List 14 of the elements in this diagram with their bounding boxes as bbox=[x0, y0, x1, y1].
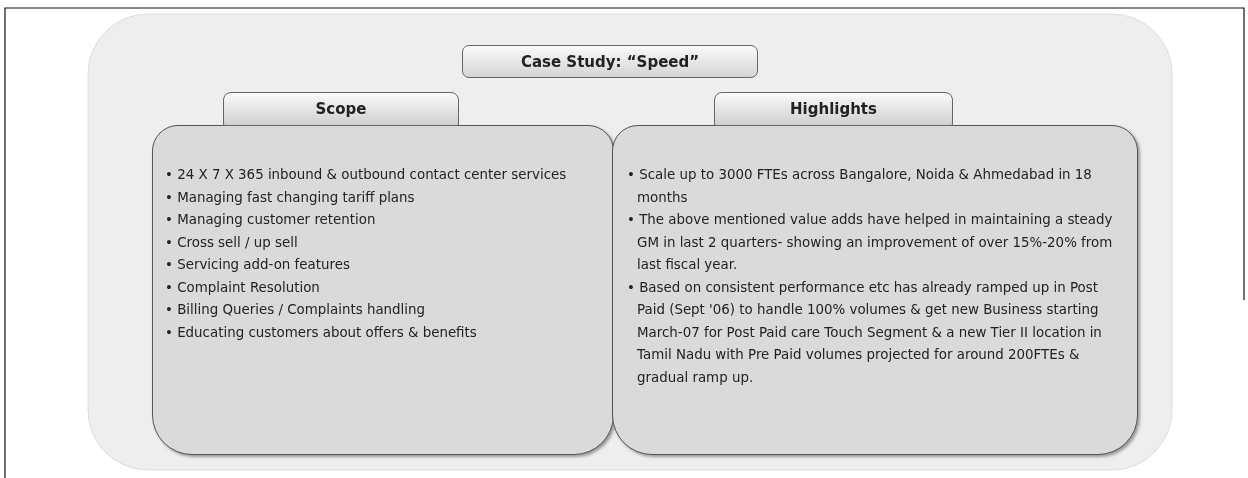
bullet-item: • Managing fast changing tariff plans bbox=[165, 188, 416, 207]
heading-tab: Highlights bbox=[714, 92, 953, 126]
bullet-item: • Based on consistent performance etc has already ramped up in Post Paid (Sept '06) to handle 100% volumes & get new Business starting March-07 for Post Paid care Touch Segment & a new Tier II location in Tamil Nadu with Pre Paid volumes projected for around 200FTEs & gradual ramp up. bbox=[627, 278, 1103, 387]
bullet-item: • Scale up to 3000 FTEs across Bangalore, Noida & Ahmedabad in 18 months bbox=[627, 166, 1093, 207]
bullet-item: • 24 X 7 X 365 inbound & outbound contact center services bbox=[165, 166, 568, 184]
bullet-item: • The above mentioned value adds have helped in maintaining a steady GM in last 2 quarters- showing an improvement of over 15%-20% from last fiscal year. bbox=[627, 211, 1114, 274]
bullet-item: • Cross sell / up sell bbox=[165, 233, 299, 252]
bullet-item: • Complaint Resolution bbox=[165, 278, 321, 297]
bullet-item: • Educating customers about offers & benefits bbox=[165, 323, 478, 342]
bullet-item: • Billing Queries / Complaints handling bbox=[165, 301, 426, 319]
title-box: Case Study: “Speed” bbox=[462, 45, 758, 78]
bullet-item: • Servicing add-on features bbox=[165, 256, 351, 274]
bullet-item: • Managing customer retention bbox=[165, 211, 377, 229]
heading-tab: Scope bbox=[223, 92, 459, 126]
